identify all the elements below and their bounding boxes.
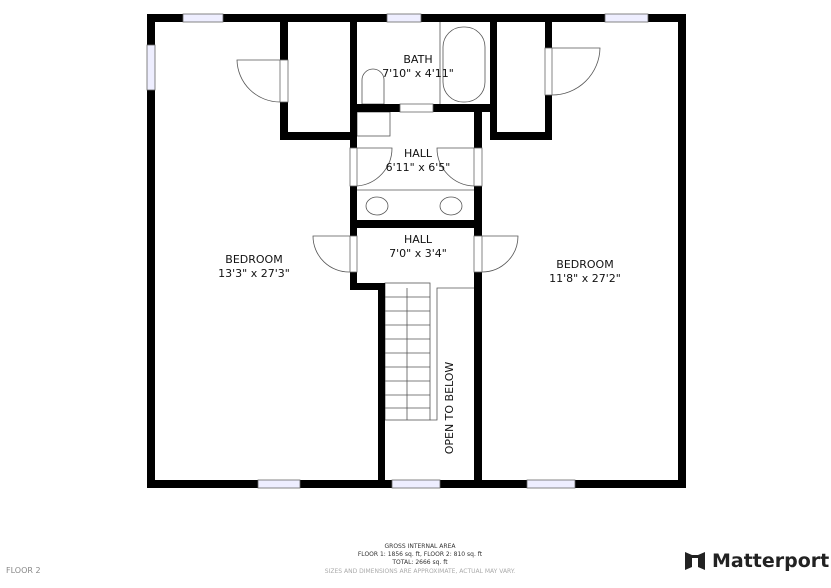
area-floors: FLOOR 1: 1856 sq. ft, FLOOR 2: 810 sq. f… [357, 551, 483, 558]
door [312, 235, 351, 273]
room-name: BEDROOM [556, 258, 613, 271]
sink [365, 196, 389, 216]
staircase [384, 282, 474, 421]
room-size: 13'3" x 27'3" [218, 267, 290, 280]
floor-label: FLOOR 2 [6, 566, 41, 575]
room-size: 11'8" x 27'2" [549, 272, 621, 285]
room-size: 7'0" x 3'4" [389, 247, 447, 260]
room-name: HALL [404, 147, 433, 160]
brand-logo: Matterport [684, 550, 829, 572]
bathtub [442, 26, 486, 103]
room-name: BATH [403, 53, 432, 66]
door [236, 59, 281, 103]
windows [146, 13, 649, 489]
area-title: GROSS INTERNAL AREA [384, 543, 456, 550]
area-total: TOTAL: 2666 sq. ft [392, 559, 448, 566]
fixtures [236, 22, 601, 421]
door [551, 47, 601, 96]
sink [439, 196, 463, 216]
matterport-icon [685, 552, 705, 570]
room-labels: BEDROOM 13'3" x 27'3" BATH 7'10" x 4'11"… [218, 53, 621, 454]
toilet [361, 68, 385, 105]
room-size: 7'10" x 4'11" [382, 67, 454, 80]
room-size: 6'11" x 6'5" [386, 161, 451, 174]
disclaimer: SIZES AND DIMENSIONS ARE APPROXIMATE, AC… [324, 568, 516, 575]
door [481, 235, 519, 273]
open-to-below-label: OPEN TO BELOW [443, 362, 456, 455]
brand-name: Matterport [712, 550, 830, 572]
room-name: BEDROOM [225, 253, 282, 266]
room-name: HALL [404, 233, 433, 246]
door [356, 147, 393, 187]
door [436, 147, 475, 187]
